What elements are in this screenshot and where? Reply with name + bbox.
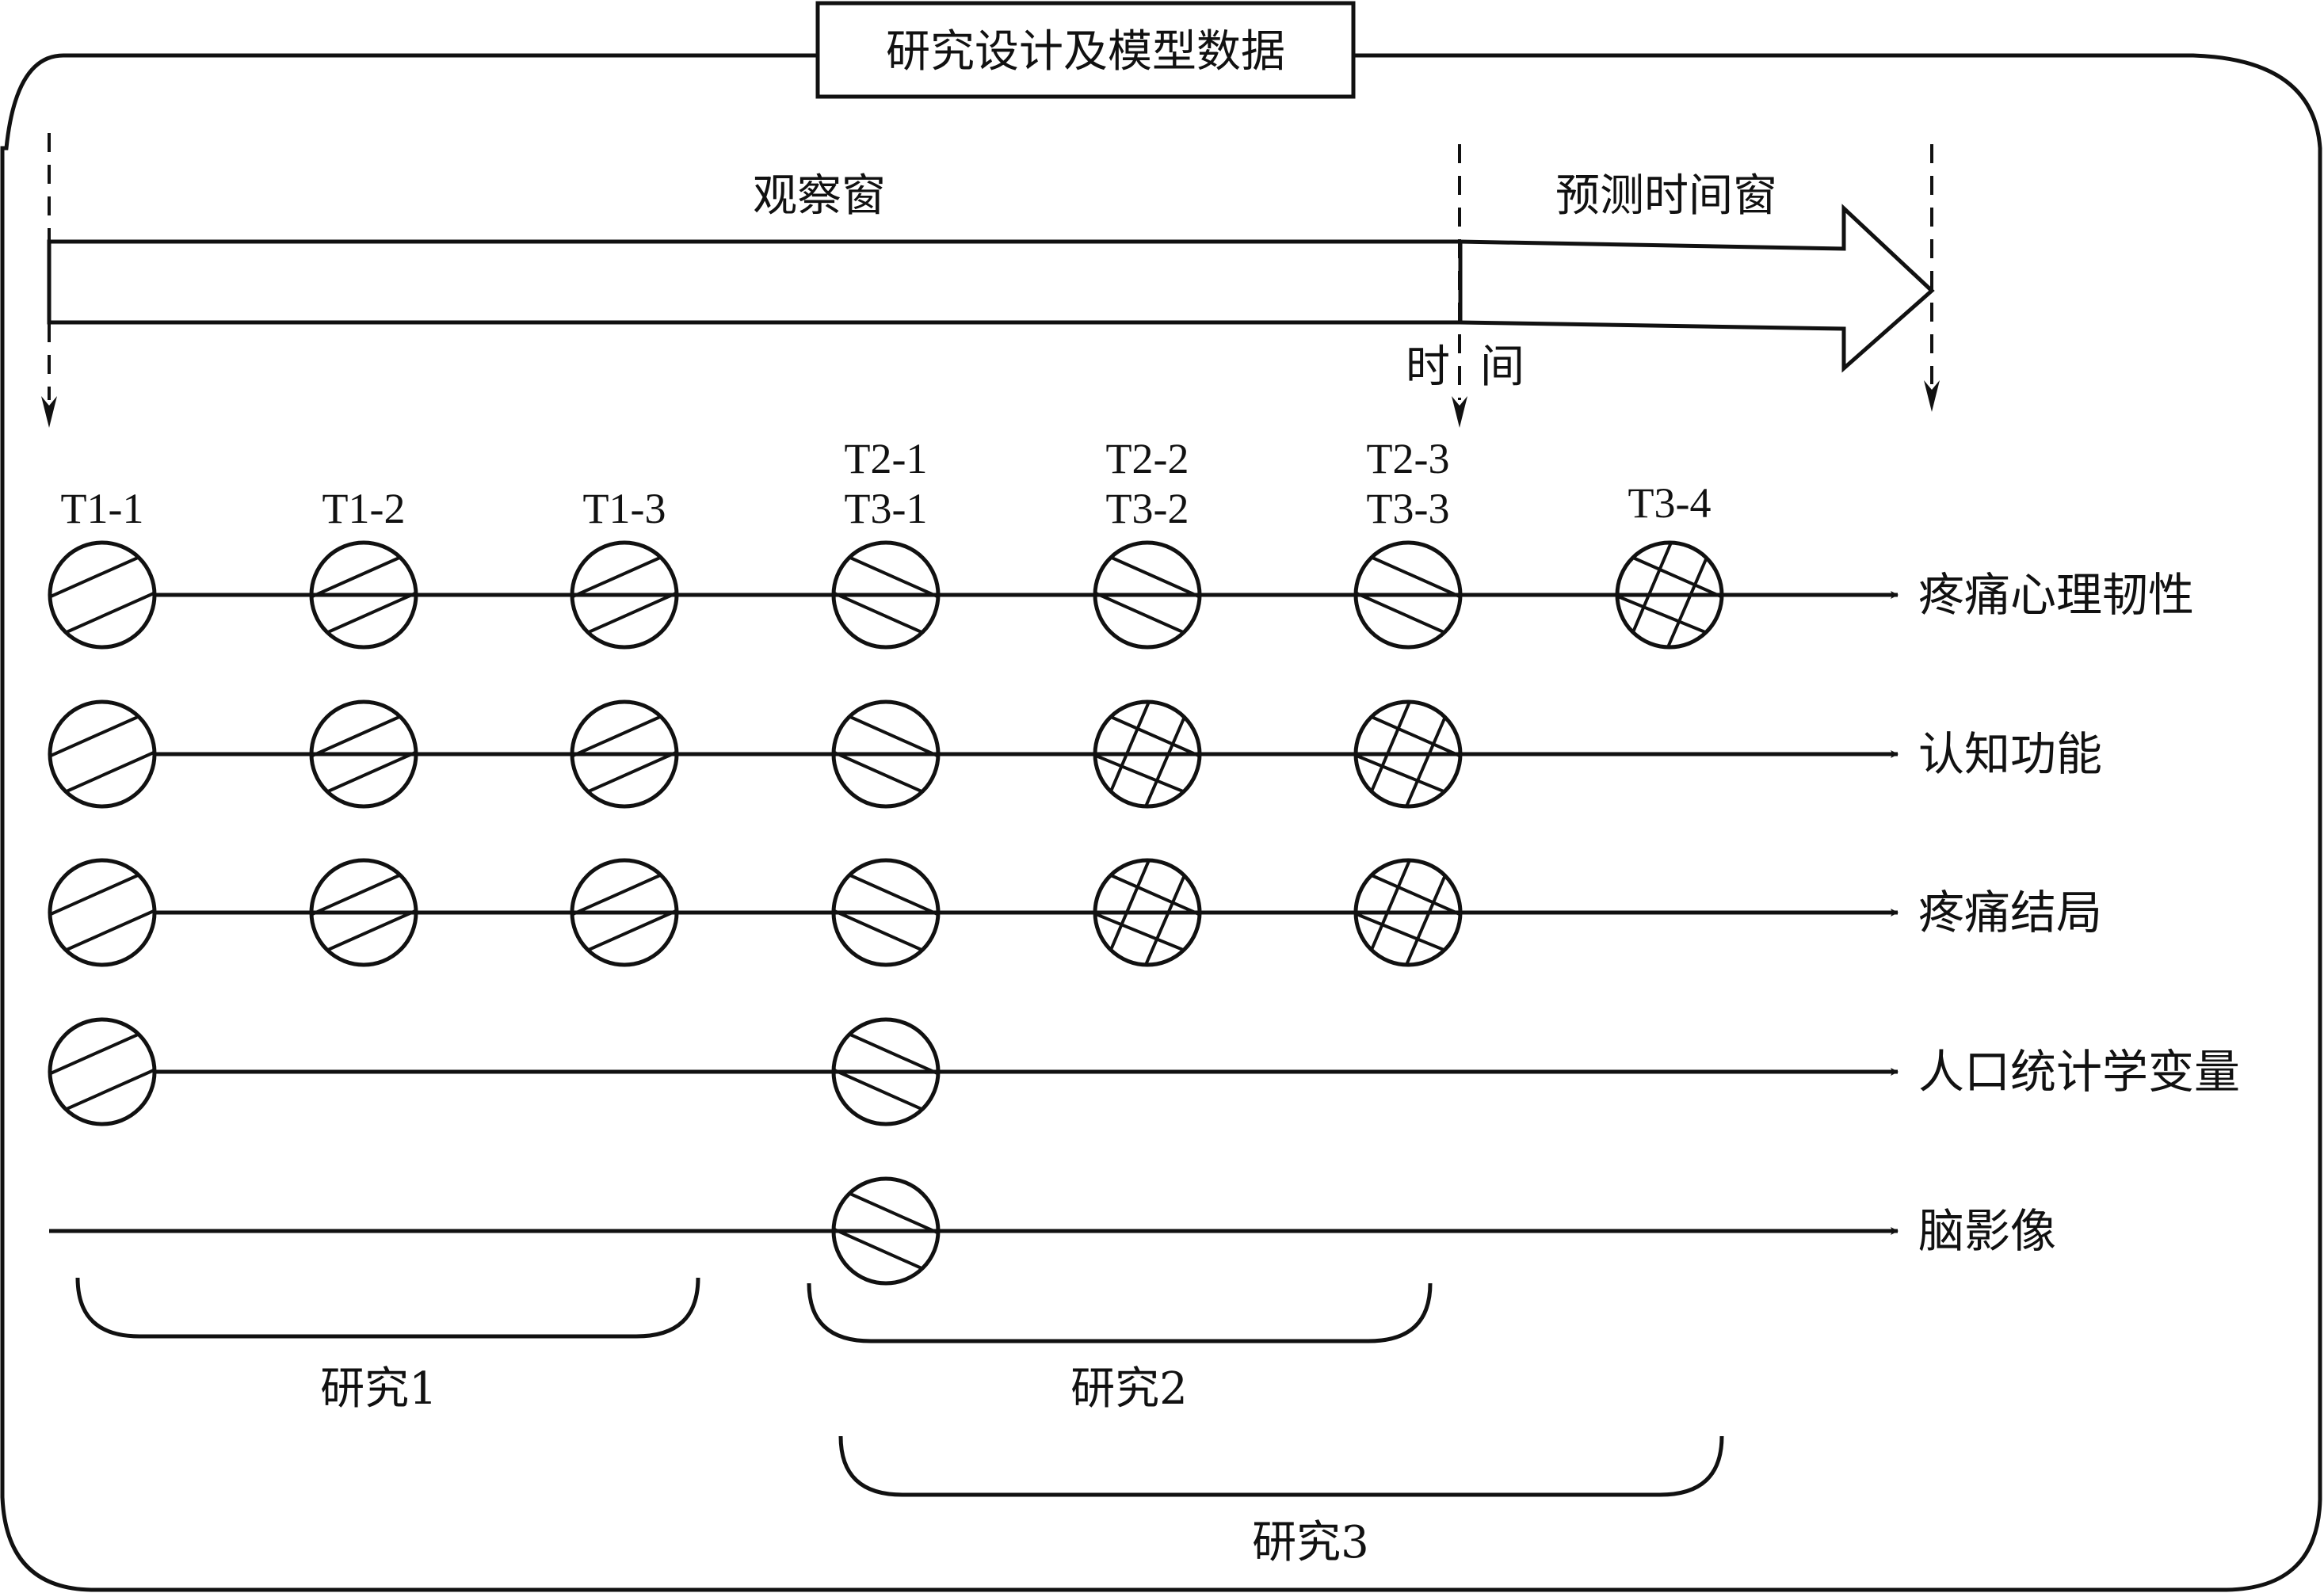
title-box: 研究设计及模型数据 bbox=[815, 1, 1356, 99]
measurement-node-crosshatch bbox=[1353, 699, 1463, 809]
timepoint-label: T2-2 bbox=[1106, 435, 1189, 482]
measurement-node-slash-forward bbox=[309, 858, 418, 967]
variable-row: 脑影像 bbox=[49, 1176, 2056, 1286]
dashed-marker-prediction-start bbox=[1452, 144, 1467, 428]
timepoint-label: T3-1 bbox=[845, 485, 928, 532]
outer-frame bbox=[0, 53, 2322, 1592]
variable-label: 脑影像 bbox=[1918, 1204, 2056, 1258]
measurement-node-slash-forward bbox=[48, 1017, 157, 1126]
measurement-node-slash-forward bbox=[309, 540, 418, 650]
study-label: 研究1 bbox=[320, 1363, 437, 1415]
measurement-node-slash-back bbox=[831, 858, 941, 967]
timepoint-labels: T1-1 T1-2 T1-3 T2-1T3-1 T2-2T3-2 T2-3T3-3 T3-4 bbox=[61, 435, 1712, 532]
variable-label: 疼痛心理韧性 bbox=[1918, 568, 2194, 622]
variable-label: 人口统计学变量 bbox=[1918, 1045, 2240, 1099]
measurement-node-crosshatch bbox=[1615, 540, 1724, 650]
timepoint-label: T1-3 bbox=[583, 485, 666, 532]
measurement-node-slash-back bbox=[831, 540, 941, 650]
dashed-marker-start bbox=[41, 133, 57, 428]
study-label: 研究3 bbox=[1252, 1517, 1369, 1568]
variable-row: 人口统计学变量 bbox=[48, 1017, 2240, 1126]
measurement-node-crosshatch bbox=[1093, 858, 1202, 967]
measurement-node-slash-back bbox=[1353, 540, 1463, 650]
measurement-node-slash-forward bbox=[570, 699, 679, 809]
measurement-node-crosshatch bbox=[1093, 699, 1202, 809]
measurement-node-slash-forward bbox=[570, 540, 679, 650]
measurement-node-slash-forward bbox=[48, 540, 157, 650]
timepoint-label: T1-1 bbox=[61, 485, 144, 532]
measurement-node-slash-forward bbox=[48, 858, 157, 967]
timepoint-label: T2-1 bbox=[845, 435, 928, 482]
measurement-node-slash-back bbox=[831, 699, 941, 809]
observation-window-label: 观察窗 bbox=[753, 170, 886, 222]
study-label: 研究2 bbox=[1070, 1363, 1188, 1415]
timepoint-label: T3-3 bbox=[1367, 485, 1450, 532]
measurement-node-slash-back bbox=[1093, 540, 1202, 650]
measurement-node-slash-forward bbox=[309, 699, 418, 809]
timepoint-label: T1-2 bbox=[322, 485, 406, 532]
time-axis-label-2: 间 bbox=[1480, 341, 1525, 393]
timepoint-label: T2-3 bbox=[1367, 435, 1450, 482]
variable-row: 疼痛结局 bbox=[48, 858, 2102, 967]
time-axis-label-1: 时 bbox=[1406, 341, 1450, 393]
time-arrow bbox=[47, 204, 1935, 373]
study-braces: 研究1 研究2 研究3 bbox=[75, 1277, 1724, 1568]
measurement-node-slash-forward bbox=[570, 858, 679, 967]
variable-label: 疼痛结局 bbox=[1918, 886, 2102, 939]
timepoint-label: T3-2 bbox=[1106, 485, 1189, 532]
study-brace: 研究1 bbox=[75, 1277, 700, 1415]
study-brace: 研究3 bbox=[838, 1435, 1724, 1568]
variable-row: 认知功能 bbox=[48, 699, 2102, 809]
timepoint-label: T3-4 bbox=[1628, 479, 1712, 527]
measurement-node-slash-back bbox=[831, 1017, 941, 1126]
dashed-marker-prediction-end bbox=[1924, 144, 1940, 412]
measurement-node-slash-back bbox=[831, 1176, 941, 1286]
diagram-title: 研究设计及模型数据 bbox=[886, 26, 1285, 78]
study-brace: 研究2 bbox=[807, 1282, 1433, 1415]
measurement-node-slash-forward bbox=[48, 699, 157, 809]
variable-row: 疼痛心理韧性 bbox=[48, 540, 2194, 650]
measurement-node-crosshatch bbox=[1353, 858, 1463, 967]
variable-label: 认知功能 bbox=[1918, 727, 2102, 781]
prediction-window-label: 预测时间窗 bbox=[1555, 170, 1777, 222]
